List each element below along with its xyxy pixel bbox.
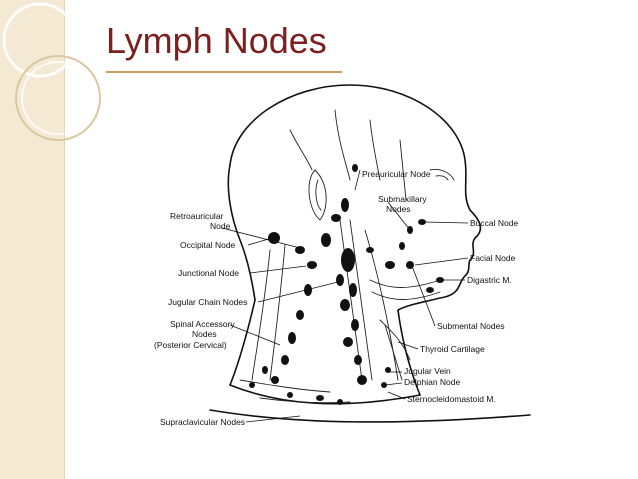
label-submaxillary-1: Submaxillary [378, 194, 427, 204]
label-junctional: Junctional Node [178, 268, 239, 278]
diagram-labels: Preauricular Node Submaxillary Nodes Buc… [154, 169, 518, 427]
label-supraclavicular: Supraclavicular Nodes [160, 417, 245, 427]
lymph-node-diagram: Preauricular Node Submaxillary Nodes Buc… [154, 84, 531, 427]
side-band [0, 0, 65, 479]
leader-lines [221, 169, 469, 423]
label-facial: Facial Node [470, 253, 516, 263]
label-retroauricular-1: Retroauricular [170, 211, 224, 221]
label-spinal-2: Nodes [192, 329, 217, 339]
decorative-circles [2, 2, 101, 141]
title-underline [106, 71, 342, 73]
label-submental: Submental Nodes [437, 321, 505, 331]
label-spinal-1: Spinal Accessory [170, 319, 235, 329]
label-sternocleidomastoid: Sternocleidomastoid M. [407, 394, 496, 404]
label-jugular-vein: Jugular Vein [404, 366, 451, 376]
label-occipital: Occipital Node [180, 240, 236, 250]
head-outline [209, 84, 531, 423]
neck-structures [239, 109, 441, 404]
label-buccal: Buccal Node [470, 218, 518, 228]
lymph-nodes [249, 164, 444, 405]
label-delphian: Delphian Node [404, 377, 461, 387]
label-preauricular: Preauricular Node [362, 169, 431, 179]
label-retroauricular-2: Node [210, 221, 231, 231]
label-thyroid: Thyroid Cartilage [420, 344, 485, 354]
label-digastric: Digastric M. [467, 275, 512, 285]
label-spinal-3: (Posterior Cervical) [154, 340, 227, 350]
label-jugular-chain: Jugular Chain Nodes [168, 297, 247, 307]
slide-title: Lymph Nodes [106, 20, 327, 61]
label-submaxillary-2: Nodes [386, 204, 411, 214]
